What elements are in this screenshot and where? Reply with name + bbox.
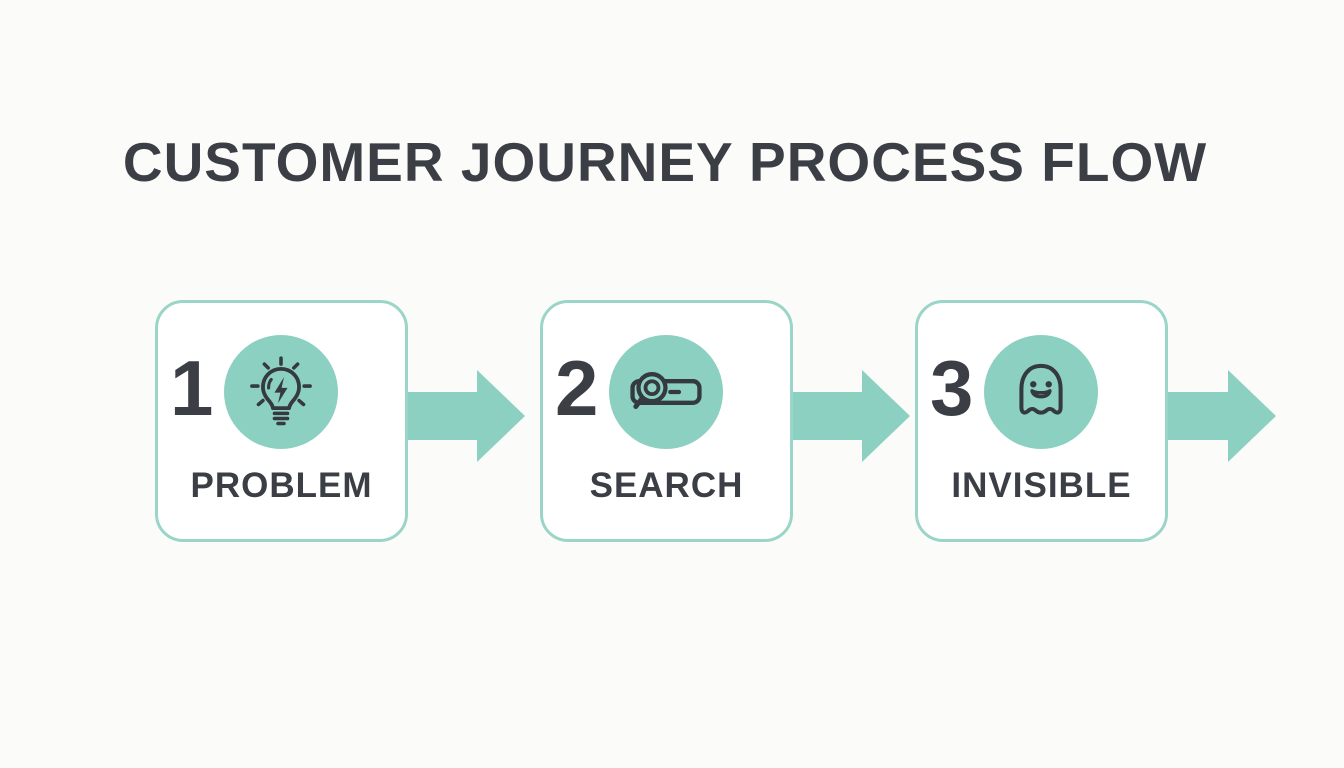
step-label: SEARCH [589, 466, 744, 505]
step-card-search: 2 SEARCH [540, 300, 793, 542]
step-label: PROBLEM [190, 466, 373, 505]
icon-circle [984, 335, 1098, 449]
arrow-right-icon [793, 370, 910, 462]
step-label: INVISIBLE [951, 466, 1132, 505]
icon-circle [609, 335, 723, 449]
step-number: 3 [930, 344, 974, 432]
icon-circle [224, 335, 338, 449]
step-card-invisible: 3 INVISIBLE [915, 300, 1168, 542]
search-bar-icon [630, 372, 702, 409]
ghost-icon [1019, 363, 1063, 415]
step-number: 1 [170, 344, 214, 432]
step-card-problem: 1 [155, 300, 408, 542]
page-title: CUSTOMER JOURNEY PROCESS FLOW [122, 131, 1208, 193]
step-number: 2 [555, 344, 599, 432]
arrow-right-icon [408, 370, 525, 462]
arrow-right-icon [1168, 370, 1276, 462]
lightbulb-idea-icon [250, 356, 312, 426]
